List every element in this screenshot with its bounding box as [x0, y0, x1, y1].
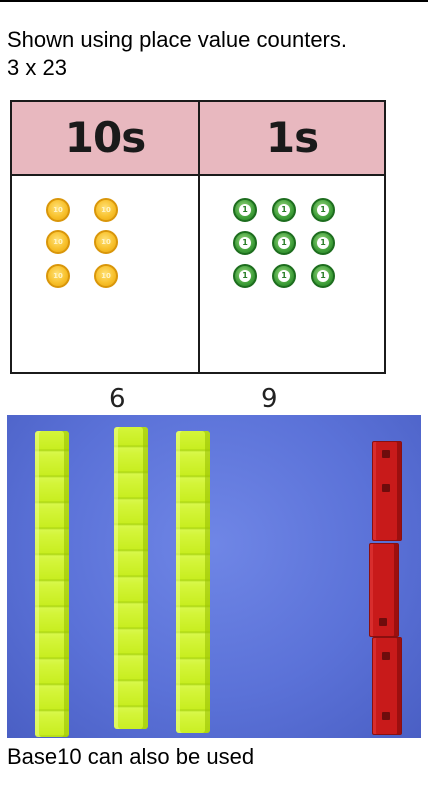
ten-rod	[35, 431, 69, 737]
column-divider	[198, 102, 200, 372]
ones-column-header: 1s	[200, 102, 384, 174]
ten-counter: 10	[94, 198, 118, 222]
cube-stud	[379, 618, 387, 626]
one-counter: 1	[233, 264, 257, 288]
tens-total: 6	[109, 384, 126, 414]
tens-column-header: 10s	[12, 102, 198, 174]
ones-total: 9	[261, 384, 278, 414]
one-counter: 1	[272, 264, 296, 288]
one-counter: 1	[233, 231, 257, 255]
one-counter: 1	[311, 231, 335, 255]
one-counter: 1	[272, 231, 296, 255]
place-value-table: 10s 1s 10 10 10 10 10 10 1 1 1 1 1 1 1 1…	[10, 100, 386, 374]
cube-stud	[382, 450, 390, 458]
ten-rod	[114, 427, 148, 729]
unit-cube-group	[369, 543, 399, 637]
place-value-chart: 10s 1s 10 10 10 10 10 10 1 1 1 1 1 1 1 1…	[0, 92, 400, 414]
unit-cube-group	[372, 637, 402, 735]
base10-blocks-photo	[7, 415, 421, 738]
one-counter: 1	[233, 198, 257, 222]
cube-stud	[382, 484, 390, 492]
one-counter: 1	[272, 198, 296, 222]
one-counter: 1	[311, 264, 335, 288]
one-counter: 1	[311, 198, 335, 222]
problem-caption: 3 x 23	[7, 54, 67, 82]
ten-counter: 10	[94, 264, 118, 288]
cube-stud	[382, 652, 390, 660]
cube-stud	[382, 712, 390, 720]
ten-rod	[176, 431, 210, 733]
footer-caption: Base10 can also be used	[7, 743, 254, 771]
intro-caption: Shown using place value counters.	[7, 26, 347, 54]
ten-counter: 10	[46, 230, 70, 254]
unit-cube-group	[372, 441, 402, 541]
ten-counter: 10	[94, 230, 118, 254]
ten-counter: 10	[46, 198, 70, 222]
ten-counter: 10	[46, 264, 70, 288]
